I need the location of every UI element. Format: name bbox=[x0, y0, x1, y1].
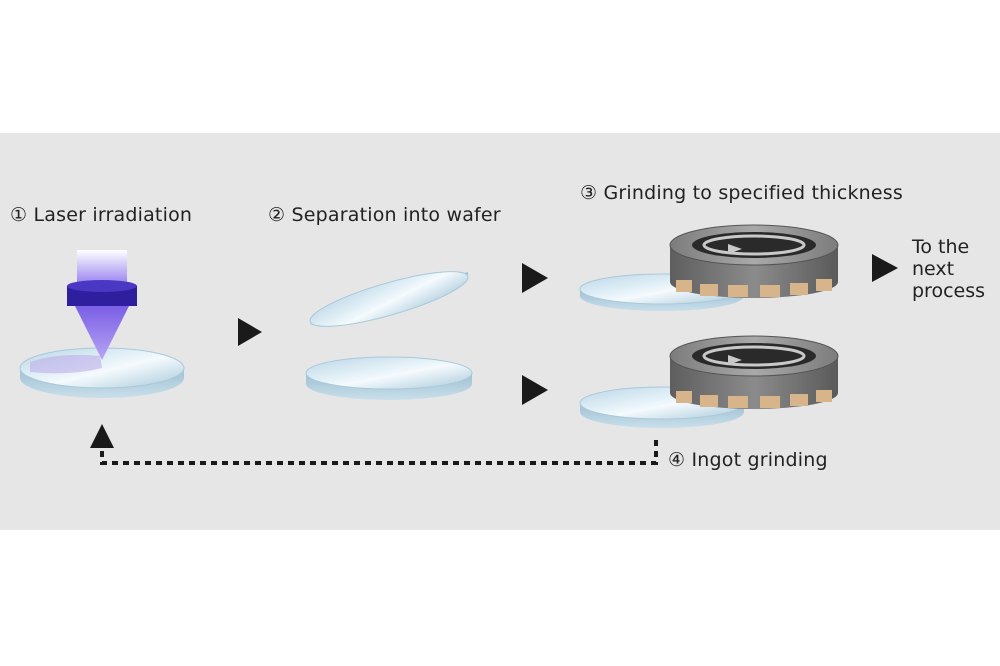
next-process-line-3: process bbox=[912, 280, 986, 302]
next-process-line-1: To the bbox=[912, 236, 970, 258]
separated-wafer-top bbox=[309, 271, 469, 327]
step-4-label: ④ Ingot grinding bbox=[668, 449, 828, 471]
ingot-return-loop bbox=[100, 440, 658, 465]
arrow-right-icon bbox=[522, 263, 548, 293]
arrow-right-icon bbox=[238, 318, 262, 346]
laser-icon bbox=[67, 250, 137, 360]
step-2-label: ② Separation into wafer bbox=[268, 204, 501, 226]
step-3-label: ③ Grinding to specified thickness bbox=[580, 182, 904, 204]
arrow-right-icon bbox=[522, 375, 548, 405]
arrow-right-icon bbox=[872, 254, 898, 282]
grinder-wheel-top bbox=[669, 224, 839, 298]
ingot-wafer bbox=[19, 347, 185, 398]
next-process-label: To the next process bbox=[912, 236, 985, 302]
arrow-up-icon bbox=[90, 424, 114, 448]
grinder-wheel-bottom bbox=[669, 335, 839, 409]
next-process-line-2: next bbox=[912, 258, 955, 280]
step-1-label: ① Laser irradiation bbox=[10, 204, 193, 226]
separated-wafer-bottom bbox=[305, 356, 473, 400]
